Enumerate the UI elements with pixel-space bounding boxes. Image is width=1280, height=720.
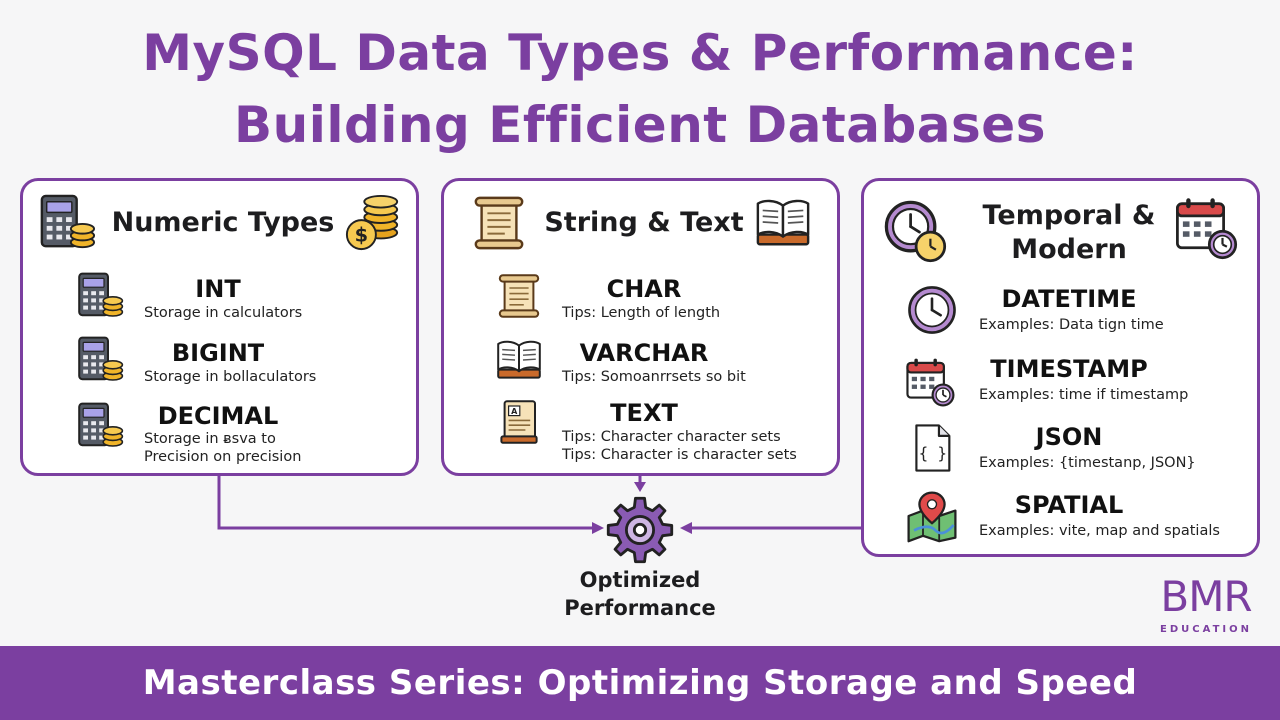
panel-title-temporal-line-1: Temporal & [982,200,1156,231]
performance-label-line-2: Performance [564,596,716,620]
scroll-icon [495,272,543,320]
calendar-icon [904,356,956,408]
item-timestamp-name: TIMESTAMP [990,355,1148,383]
item-int-desc: Storage in calculators [144,305,303,321]
item-varchar-desc: Tips: Somoanrrsets so bit [562,369,746,385]
item-spatial-desc: Examples: vite, map and spatials [979,523,1220,539]
performance-label-line-1: Optimized [579,568,701,592]
footer-text: Masterclass Series: Optimizing Storage a… [142,663,1138,703]
item-bigint-desc: Storage in bollaculators [144,369,317,385]
gear-icon [606,496,674,564]
panel-title-string: String & Text [544,207,744,238]
calculator-icon [76,402,124,450]
temporal-modern-panel: Temporal & Modern DATETIME Examples: Dat… [861,178,1260,557]
calculator-icon [76,272,124,320]
page-title-line-2: Building Efficient Databases [234,96,1046,154]
item-char-name: CHAR [606,275,682,303]
calculator-coins-icon [38,194,96,252]
map-pin-icon [905,489,959,543]
footer-bar [0,646,1280,720]
brand-logo: BMR [1160,572,1252,621]
calculator-icon [76,336,124,384]
coins-icon [344,194,402,252]
panel-title-temporal-line-2: Modern [1011,234,1127,265]
item-text-desc-2: Tips: Character is character sets [562,447,797,463]
item-bigint-name: BIGINT [171,339,265,367]
item-int-name: INT [195,275,241,303]
clock-icon [882,198,948,264]
textbook-icon [495,398,543,446]
optimized-performance-label: Optimized Performance [540,566,740,622]
item-varchar-name: VARCHAR [579,339,709,367]
page-title-line-1: MySQL Data Types & Performance: [142,24,1138,82]
item-text-name: TEXT [610,399,678,427]
item-datetime-name: DATETIME [1001,285,1137,313]
clock-icon [906,284,958,336]
item-spatial-name: SPATIAL [1014,491,1124,519]
item-text-desc-1: Tips: Character character sets [562,429,781,445]
item-decimal-desc-1: Storage in ᴃsva to [144,431,276,447]
json-file-icon [906,422,958,474]
panel-title-numeric: Numeric Types [111,207,335,238]
item-decimal-name: DECIMAL [157,402,279,430]
item-json-name: JSON [1035,423,1103,451]
item-timestamp-desc: Examples: time if timestamp [979,387,1189,403]
open-book-icon [754,194,812,252]
scroll-icon [470,194,528,252]
calendar-clock-icon [1173,195,1239,261]
item-json-desc: Examples: {timestanp, JSON} [979,455,1196,471]
numeric-types-panel: Numeric Types INT Storage in calculators… [20,178,419,476]
item-datetime-desc: Examples: Data tign time [979,317,1164,333]
item-decimal-desc-2: Precision on precision [144,449,302,465]
item-char-desc: Tips: Length of length [562,305,721,321]
open-book-icon [495,336,543,384]
brand-logo-subtitle: EDUCATION [1160,624,1252,635]
string-text-panel: String & Text CHAR Tips: Length of lengt… [441,178,840,476]
